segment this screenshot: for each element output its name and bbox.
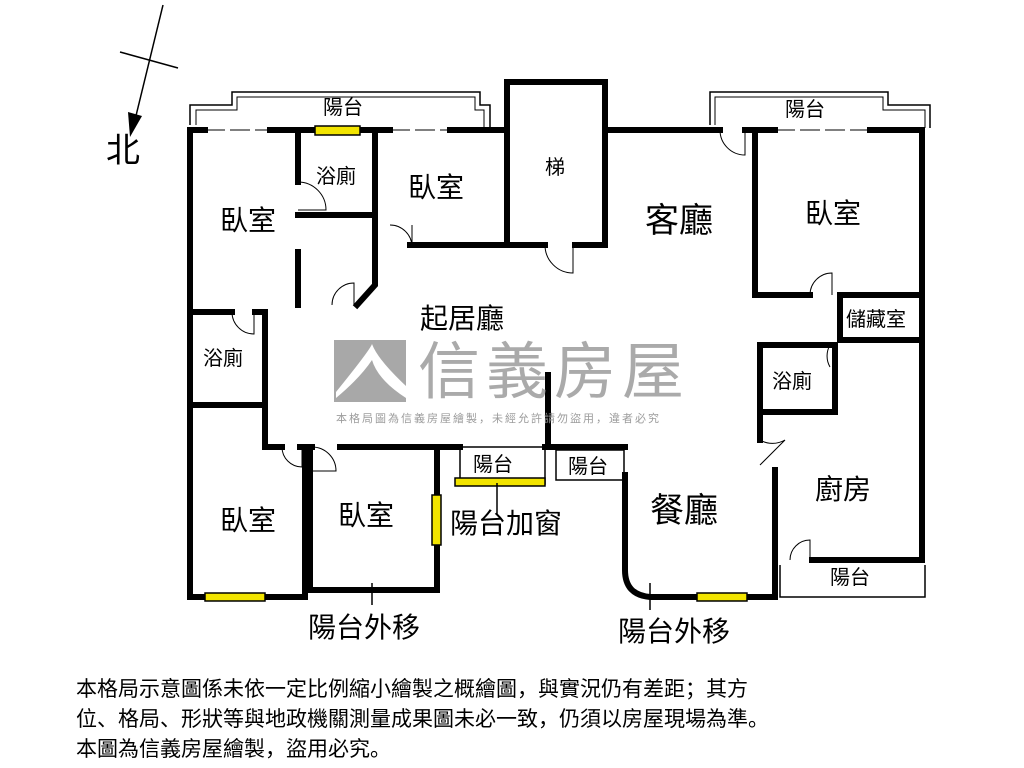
north-label: 北	[106, 131, 140, 171]
room-balcony-top-right: 陽台	[785, 97, 825, 121]
room-balcony-kitchen: 陽台	[830, 565, 870, 589]
door-swings	[205, 129, 870, 561]
disclaimer-line: 本格局示意圖係未依一定比例縮小繪製之概繪圖，與實況仍有差距；其方	[76, 677, 748, 701]
room-bedroom-top-right: 臥室	[805, 197, 862, 230]
room-balcony-enclosed: 陽台加窗	[450, 507, 563, 540]
room-stairs: 梯	[545, 155, 565, 179]
room-storage: 儲藏室	[846, 307, 906, 331]
room-bedroom-bottom-middle: 臥室	[338, 499, 395, 532]
room-balcony-top-left: 陽台	[323, 95, 363, 119]
windows	[204, 125, 748, 602]
room-living-room: 客廳	[645, 201, 713, 241]
room-bedroom-bottom-left: 臥室	[220, 504, 277, 537]
room-balcony-center: 陽台	[473, 452, 513, 476]
room-balcony-moved-left: 陽台外移	[308, 611, 421, 644]
north-arrow-icon	[119, 4, 179, 137]
room-balcony-moved-right: 陽台外移	[618, 615, 731, 648]
room-bath-top: 浴廁	[316, 164, 356, 188]
room-bedroom-top-middle: 臥室	[408, 171, 465, 204]
watermark-subtitle: 本格局圖為信義房屋繪製，未經允許請勿盜用，違者必究	[336, 412, 661, 425]
room-bath-right: 浴廁	[772, 369, 812, 393]
watermark-logo	[334, 340, 406, 402]
disclaimer: 本格局示意圖係未依一定比例縮小繪製之概繪圖，與實況仍有差距；其方 位、格局、形狀…	[76, 674, 769, 764]
disclaimer-line: 本圖為信義房屋繪製，盜用必究。	[76, 737, 391, 761]
room-balcony-center-right: 陽台	[568, 454, 608, 478]
room-bath-left: 浴廁	[203, 346, 243, 370]
room-bedroom-top-left: 臥室	[220, 204, 277, 237]
room-kitchen: 廚房	[815, 473, 872, 506]
watermark-brand: 信義房屋	[418, 335, 691, 408]
room-dining-room: 餐廳	[650, 491, 718, 531]
disclaimer-line: 位、格局、形狀等與地政機關測量成果圖未必一致，仍須以房屋現場為準。	[76, 707, 769, 731]
room-family-room: 起居廳	[420, 302, 505, 335]
